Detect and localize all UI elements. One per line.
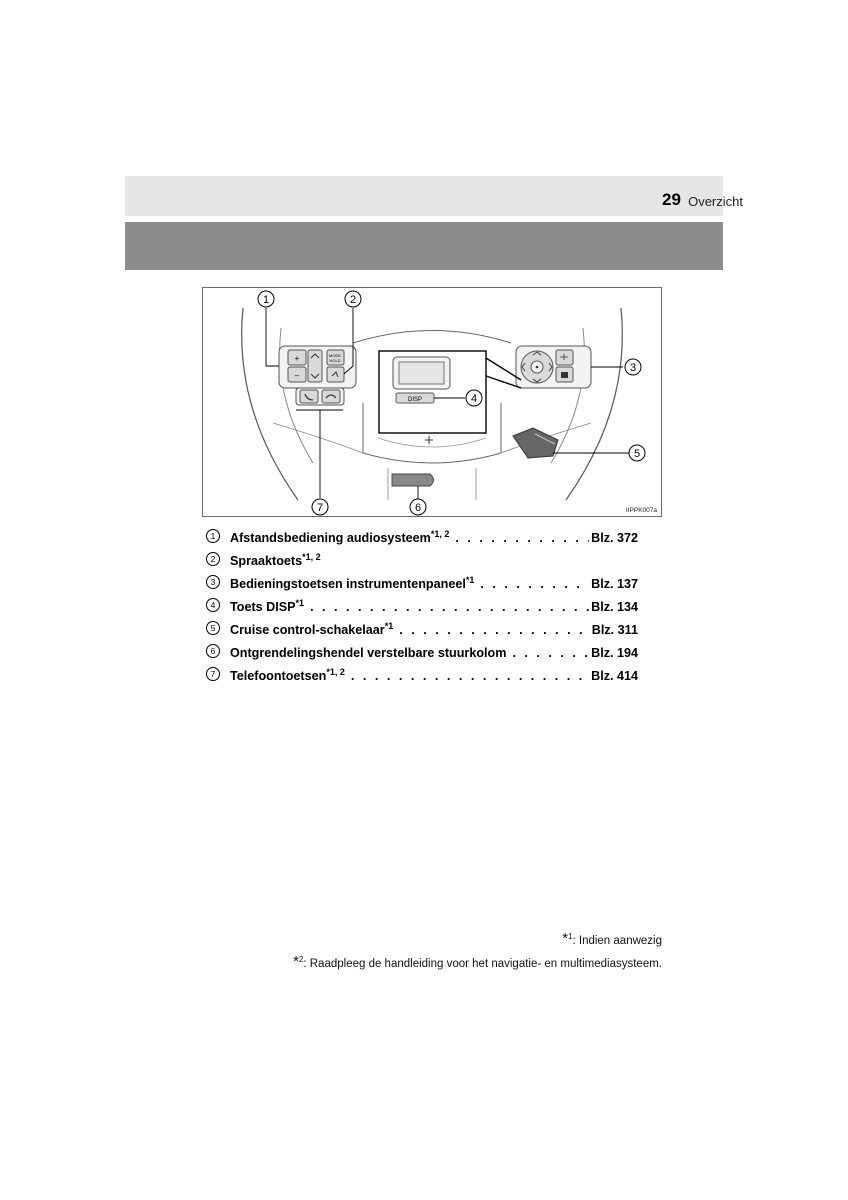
item-number: 2 [206,552,220,566]
item-number: 4 [206,598,220,612]
item-label: Spraaktoets*1, 2 [230,551,321,568]
callout-3: 3 [630,362,636,374]
svg-text:+: + [295,354,300,363]
item-page-ref: Blz. 134 [591,600,638,614]
item-page-ref: Blz. 372 [591,531,638,545]
leader-dots: . . . . . . . . . . . . . . . . . . . . … [512,646,589,660]
leader-dots: . . . . . . . . . . . . . . . . . . . . … [399,623,590,637]
callout-2: 2 [350,294,356,306]
callout-1: 1 [263,294,269,306]
callout-7: 7 [317,502,323,514]
mode-hold-label: MODE [329,353,341,358]
section-band [125,222,723,270]
page-number: 29 [662,190,681,209]
figure-code: IIPPK007a [625,507,657,514]
steering-wheel-figure: + – MODE HOLD DISP [202,287,662,517]
disp-button-label: DISP [408,397,422,403]
svg-text:–: – [295,371,300,380]
list-item: 3 Bedieningstoetsen instrumentenpaneel*1… [206,568,638,591]
callout-6: 6 [415,502,421,514]
leader-dots: . . . . . . . . . . . . . . . . . . . . … [455,531,589,545]
component-list: 1 Afstandsbediening audiosysteem*1, 2 . … [206,522,638,683]
svg-text:HOLD: HOLD [329,358,340,363]
item-page-ref: Blz. 414 [591,669,638,683]
leader-dots: . . . . . . . . . . . . . . . . . . . . … [350,669,589,683]
footnote-2: *2: Raadpleeg de handleiding voor het na… [293,953,662,970]
list-item: 5 Cruise control-schakelaar*1 . . . . . … [206,614,638,637]
list-item: 4 Toets DISP*1 . . . . . . . . . . . . .… [206,591,638,614]
item-label: Afstandsbediening audiosysteem*1, 2 [230,528,450,545]
list-item: 1 Afstandsbediening audiosysteem*1, 2 . … [206,522,638,545]
callout-5: 5 [634,448,640,460]
item-number: 3 [206,575,220,589]
callout-4: 4 [471,393,477,405]
leader-dots: . . . . . . . . . . . . . . . . . . . . … [480,577,589,591]
item-label: Toets DISP*1 [230,597,305,614]
item-label: Bedieningstoetsen instrumentenpaneel*1 [230,574,475,591]
list-item: 6 Ontgrendelingshendel verstelbare stuur… [206,637,638,660]
item-number: 5 [206,621,220,635]
item-number: 7 [206,667,220,681]
section-title: Overzicht [688,194,743,209]
item-number: 1 [206,529,220,543]
steering-wheel-illustration: + – MODE HOLD DISP [241,290,646,516]
leader-dots: . . . . . . . . . . . . . . . . . . . . … [310,600,589,614]
item-label: Cruise control-schakelaar*1 [230,620,394,637]
item-page-ref: Blz. 194 [591,646,638,660]
item-label: Telefoontoetsen*1, 2 [230,666,345,683]
list-item: 7 Telefoontoetsen*1, 2 . . . . . . . . .… [206,660,638,683]
header-band [125,176,723,216]
item-label: Ontgrendelingshendel verstelbare stuurko… [230,646,507,660]
item-number: 6 [206,644,220,658]
item-page-ref: Blz. 137 [591,577,638,591]
list-item: 2 Spraaktoets*1, 2 [206,545,638,568]
footnote-1: *1: Indien aanwezig [562,930,662,947]
item-page-ref: Blz. 311 [591,623,638,637]
